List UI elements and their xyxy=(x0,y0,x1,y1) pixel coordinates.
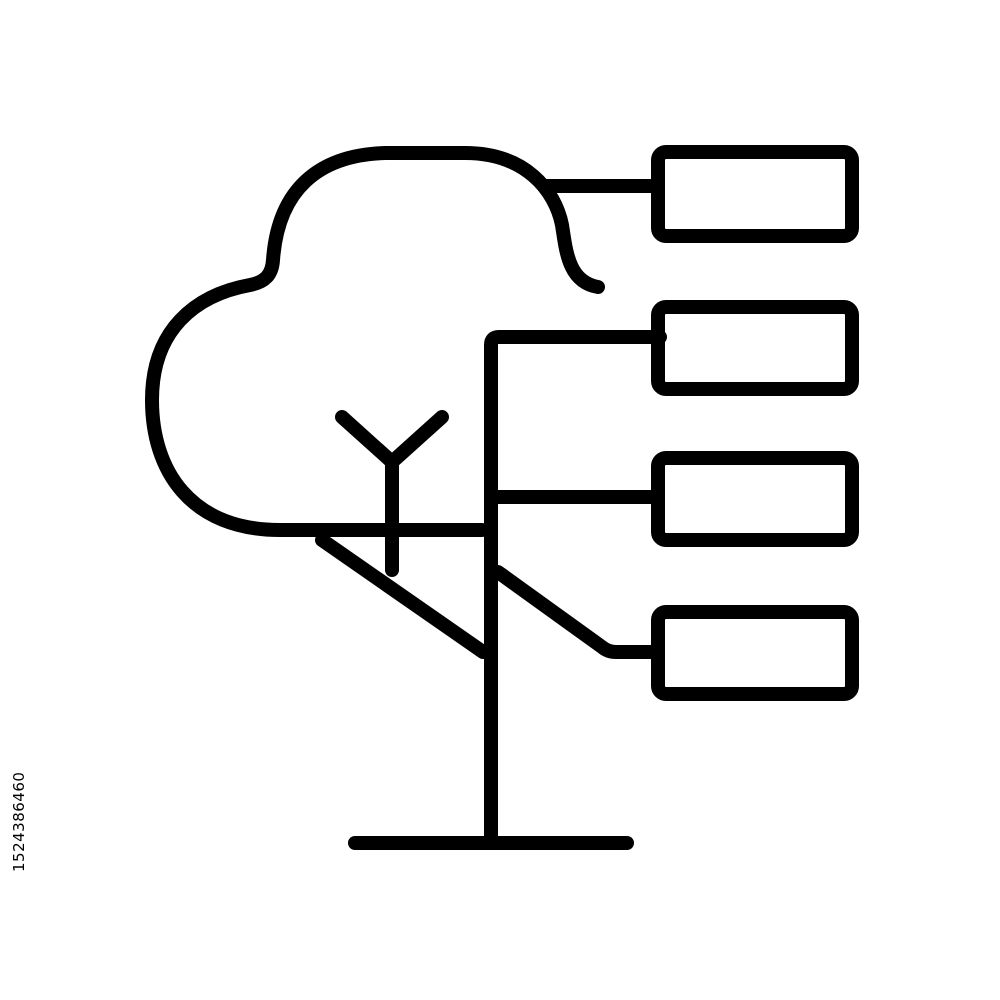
cloud-outline xyxy=(145,146,605,537)
node-box-3 xyxy=(651,451,859,547)
tree-trunk xyxy=(484,330,667,843)
node-box-1 xyxy=(651,145,859,243)
node-box-4 xyxy=(651,605,859,701)
y-branch xyxy=(335,410,449,577)
node-box-2 xyxy=(651,300,859,396)
connector-4 xyxy=(491,565,665,659)
left-branch xyxy=(315,533,490,659)
stock-id-label: 1524386460 xyxy=(10,771,28,872)
